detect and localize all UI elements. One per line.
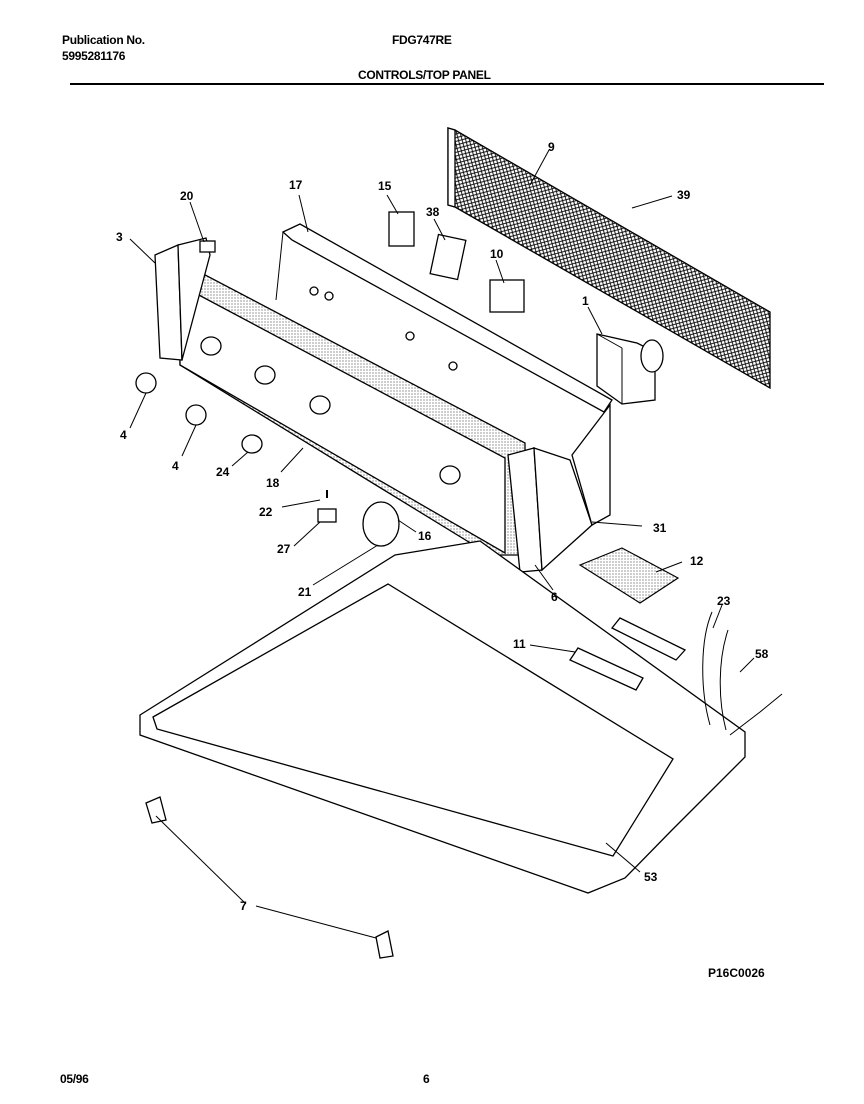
top-panel-part [139, 540, 746, 894]
end-cap-left-part [154, 237, 216, 361]
callout-17: 17 [289, 178, 303, 192]
callout-27: 27 [277, 542, 291, 556]
control-bracket-part [275, 223, 613, 413]
end-cap-right-part [507, 403, 611, 573]
control-board-part [578, 547, 680, 604]
callout-39: 39 [677, 188, 691, 202]
callout-11: 11 [513, 637, 526, 651]
wire-harness-part [702, 611, 729, 731]
board-bracket-part [569, 647, 644, 691]
callout-15: 15 [378, 179, 392, 193]
callout-4: 4 [172, 459, 179, 473]
callout-1: 1 [582, 294, 589, 308]
knob-part [185, 404, 207, 426]
publication-number: 5995281176 [62, 49, 126, 63]
board-bracket-part [610, 617, 687, 661]
switch-part [388, 211, 415, 247]
callout-7: 7 [240, 899, 247, 913]
footer-date: 05/96 [60, 1072, 89, 1086]
publication-label: Publication No. [62, 33, 145, 47]
knob-part [241, 434, 263, 454]
callout-31: 31 [653, 521, 667, 535]
callout-16: 16 [418, 529, 432, 543]
leader-lines [129, 149, 755, 939]
figure-code: P16C0026 [708, 966, 765, 980]
callout-4: 4 [120, 428, 127, 442]
timer-knob-part [362, 501, 400, 547]
callout-21: 21 [298, 585, 312, 599]
timer-part [596, 333, 664, 405]
control-console-part [179, 266, 526, 556]
callout-22: 22 [259, 505, 273, 519]
callout-53: 53 [644, 870, 658, 884]
foot-part [375, 930, 394, 959]
header-rule [70, 83, 824, 85]
callout-3: 3 [116, 230, 123, 244]
wire-part [729, 693, 783, 736]
callout-labels: 9 39 20 17 15 38 10 3 1 4 4 24 18 22 16 … [116, 140, 769, 980]
clip-part [317, 508, 337, 523]
foot-part [145, 796, 167, 824]
callout-58: 58 [755, 647, 769, 661]
knob-part [135, 372, 157, 394]
callout-10: 10 [490, 247, 504, 261]
callout-18: 18 [266, 476, 280, 490]
rear-panel-part [447, 127, 771, 390]
callout-9: 9 [548, 140, 555, 154]
callout-20: 20 [180, 189, 194, 203]
callout-12: 12 [690, 554, 704, 568]
page-number: 6 [423, 1072, 430, 1086]
callout-24: 24 [216, 465, 230, 479]
callout-38: 38 [426, 205, 440, 219]
switch-part [429, 233, 467, 281]
selector-switch-part [489, 279, 525, 313]
callout-6: 6 [551, 590, 558, 604]
section-title: CONTROLS/TOP PANEL [358, 68, 491, 82]
model-number: FDG747RE [392, 33, 452, 47]
callout-23: 23 [717, 594, 731, 608]
